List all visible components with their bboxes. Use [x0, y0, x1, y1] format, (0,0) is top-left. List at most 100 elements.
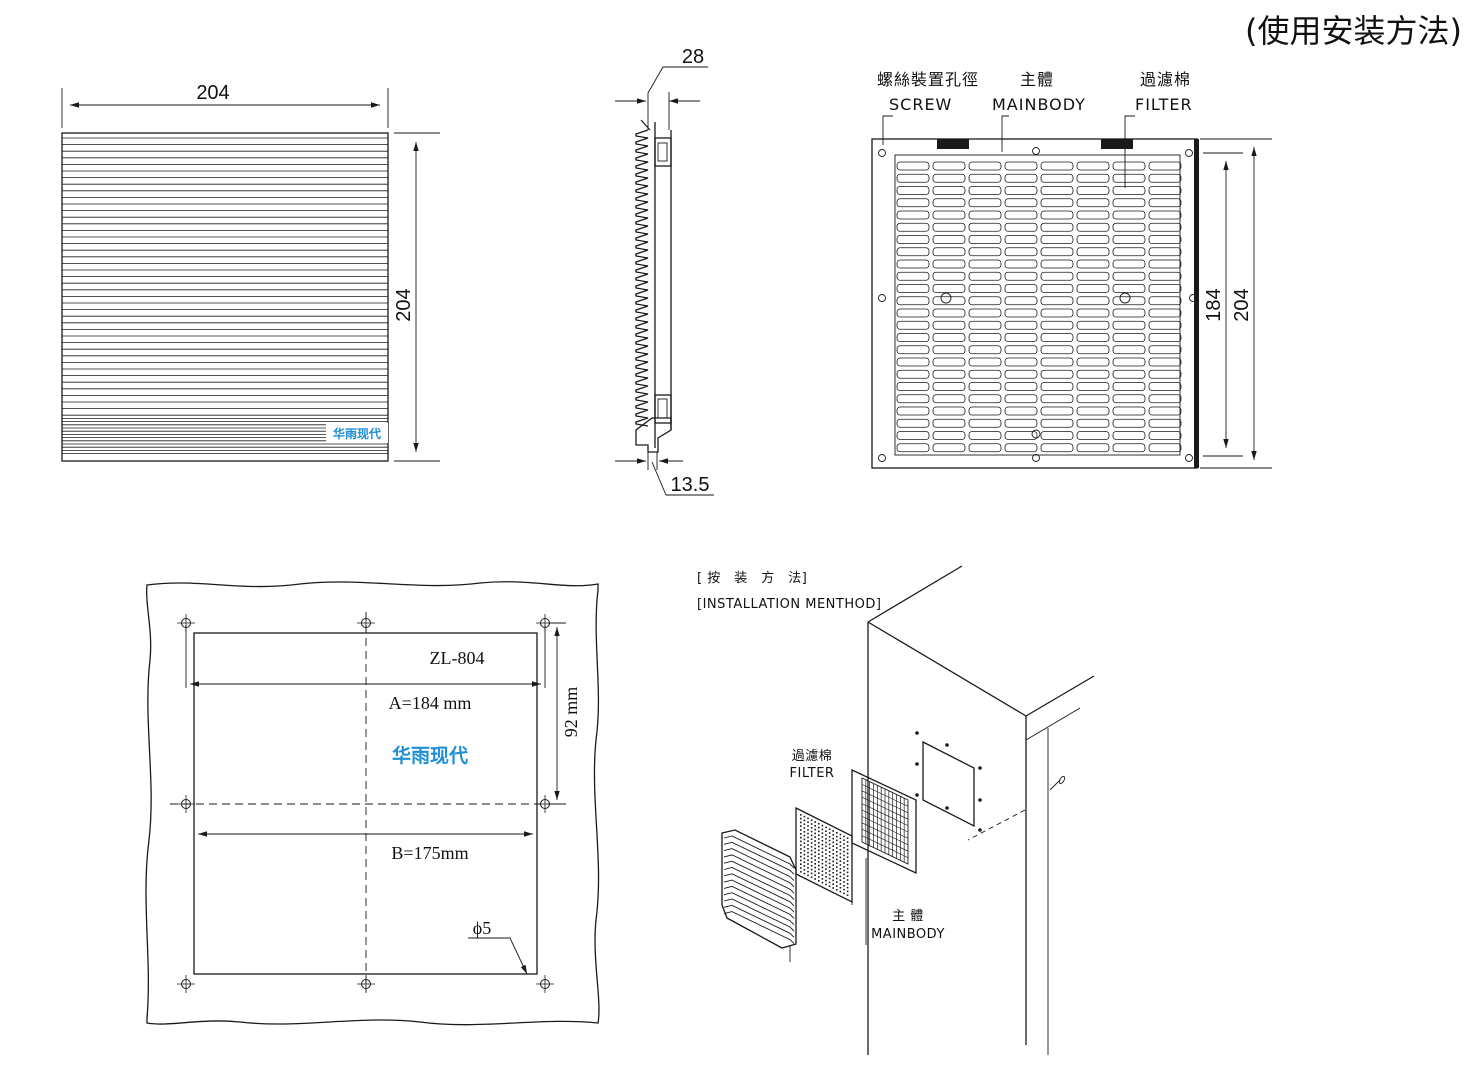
install-title-en: [INSTALLATION MENTHOD] [697, 597, 881, 612]
dimension-a-label: A=184 mm [389, 693, 472, 713]
install-filter-cn: 過濾棉 [792, 749, 833, 764]
filter-slot [932, 186, 966, 195]
filter-slot [1148, 320, 1182, 330]
front-brand-logo: 华雨现代 [333, 426, 381, 441]
filter-slot [932, 443, 966, 453]
filter-slot [968, 418, 1002, 428]
filter-slot [1112, 186, 1146, 195]
filter-slot [968, 431, 1002, 440]
filter-slot [1112, 284, 1146, 293]
filter-slot [1040, 271, 1074, 281]
side-view: 28 13.5 [615, 46, 714, 496]
filter-slot [896, 296, 930, 306]
filter-slot [1004, 296, 1038, 306]
filter-slot [896, 369, 930, 379]
filter-slot [896, 431, 930, 440]
filter-slot [1148, 382, 1182, 391]
filter-slot [1112, 382, 1146, 391]
filter-slot [896, 333, 930, 342]
filter-slot [932, 198, 966, 208]
filter-slot [1148, 161, 1182, 171]
filter-slot [1148, 235, 1182, 244]
filter-slot [1148, 271, 1182, 281]
filter-slot [968, 394, 1002, 404]
filter-slot [932, 271, 966, 281]
filter-slot [1112, 369, 1146, 379]
dimension-side-label: 92 mm [561, 687, 581, 738]
filter-slot [968, 173, 1002, 183]
filter-slot [1112, 431, 1146, 440]
filter-slot [1076, 186, 1110, 195]
filter-slot [1148, 210, 1182, 220]
filter-slot [896, 173, 930, 183]
filter-slot [1004, 345, 1038, 355]
filter-slot [1076, 443, 1110, 453]
filter-slot [1076, 198, 1110, 208]
filter-slot [1148, 296, 1182, 306]
filter-slot [1004, 406, 1038, 416]
filter-slot [1112, 443, 1146, 453]
filter-slot [1148, 443, 1182, 453]
dimension-b-label: B=175mm [391, 843, 468, 863]
filter-slot [1004, 173, 1038, 183]
filter-slot [968, 296, 1002, 306]
filter-slot [1076, 382, 1110, 391]
filter-slot [1004, 210, 1038, 220]
filter-slot [1148, 357, 1182, 367]
filter-slot [896, 308, 930, 318]
filter-slot [1076, 357, 1110, 367]
filter-slot [968, 247, 1002, 257]
filter-slot [1076, 284, 1110, 293]
filter-slot [932, 320, 966, 330]
filter-slot [896, 222, 930, 232]
filter-slot [1004, 394, 1038, 404]
filter-slot [1148, 186, 1182, 195]
filter-slot [1004, 443, 1038, 453]
install-mainbody-en: MAINBODY [871, 927, 945, 942]
filter-slot [932, 235, 966, 244]
mainbody-label-en: MAINBODY [992, 95, 1086, 114]
filter-slot [932, 394, 966, 404]
filter-slot [896, 406, 930, 416]
filter-slot [1004, 271, 1038, 281]
filter-slot [1076, 394, 1110, 404]
filter-slot [1076, 173, 1110, 183]
filter-slot [968, 186, 1002, 195]
front-slats [62, 137, 388, 455]
filter-slot [1004, 235, 1038, 244]
filter-slot [1040, 161, 1074, 171]
filter-slot [968, 357, 1002, 367]
filter-slot [932, 222, 966, 232]
filter-slot [968, 235, 1002, 244]
filter-slot [1040, 247, 1074, 257]
filter-slot [1112, 198, 1146, 208]
filter-slot [1112, 247, 1146, 257]
filter-slot [968, 320, 1002, 330]
filter-slot [1076, 247, 1110, 257]
filter-slot [1040, 382, 1074, 391]
mainbody-label-cn: 主體 [1020, 70, 1054, 89]
front-grille [61, 132, 389, 462]
filter-slot [932, 296, 966, 306]
filter-slot [1076, 431, 1110, 440]
filter-slot [1112, 406, 1146, 416]
filter-slot [1112, 210, 1146, 220]
filter-slot [896, 443, 930, 453]
side-top-label: 28 [682, 46, 704, 68]
filter-slot [1076, 271, 1110, 281]
grille-louvers [723, 835, 795, 944]
mainbody-grid [861, 779, 909, 863]
filter-slot [1076, 161, 1110, 171]
filter-slot [1040, 357, 1074, 367]
filter-slot [896, 284, 930, 293]
filter-slot [896, 247, 930, 257]
filter-slot [1076, 320, 1110, 330]
filter-slot [1076, 259, 1110, 269]
filter-slot [896, 259, 930, 269]
filter-slot [1004, 259, 1038, 269]
filter-slot [1112, 345, 1146, 355]
filter-slot [1040, 308, 1074, 318]
filter-slot [1112, 296, 1146, 306]
filter-slot [896, 235, 930, 244]
